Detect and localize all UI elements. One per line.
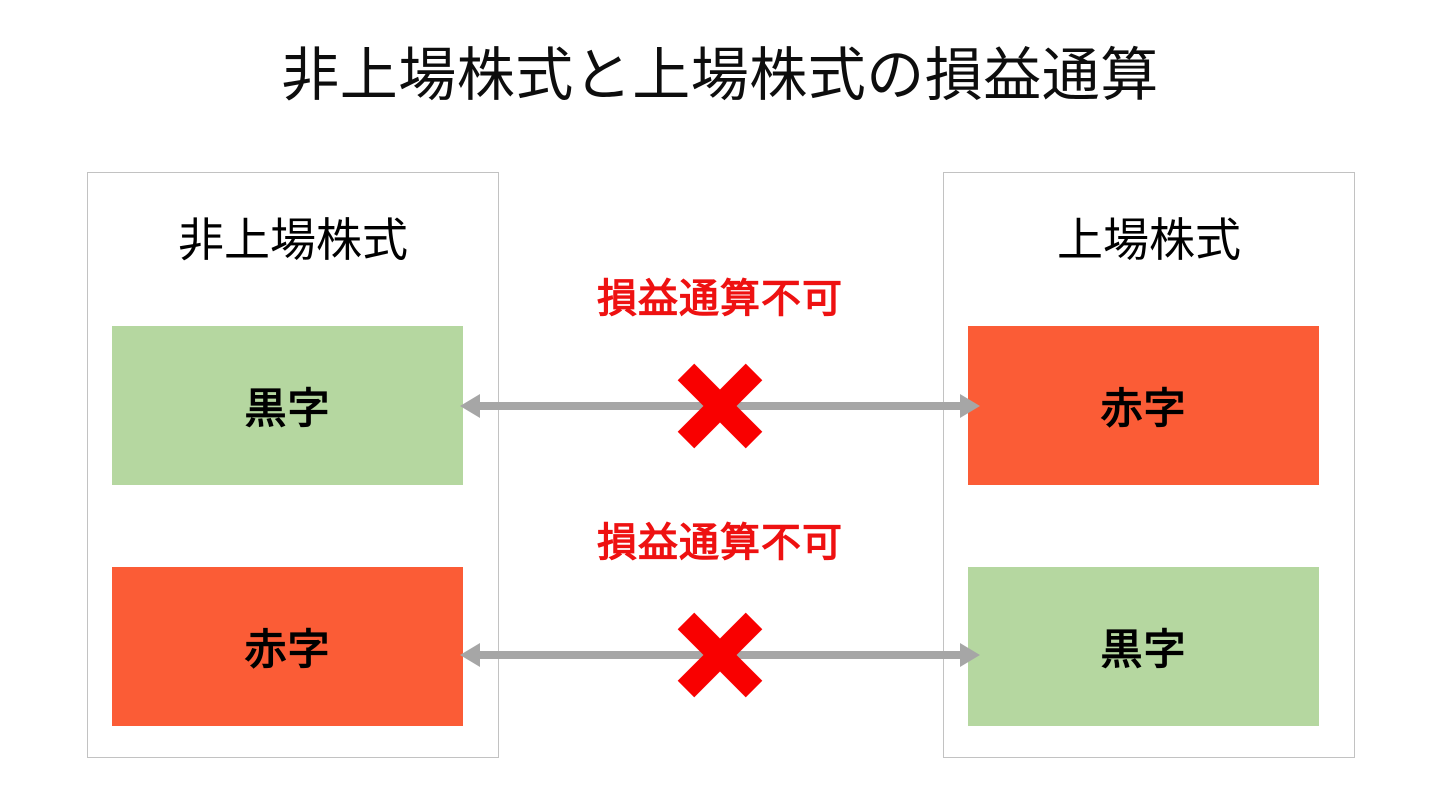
page-title: 非上場株式と上場株式の損益通算 (281, 41, 1159, 109)
panel-unlisted-stocks: 非上場株式 黒字 赤字 (87, 172, 499, 758)
panel-listed-stocks: 上場株式 赤字 黒字 (943, 172, 1355, 758)
x-mark-icon-bottom (674, 609, 766, 701)
left-box-profit: 黒字 (112, 326, 463, 485)
arrow-left-head-bottom (460, 643, 480, 667)
right-box-loss: 赤字 (968, 326, 1319, 485)
connection-caption-bottom: 損益通算不可 (597, 520, 843, 566)
panel-left-title: 非上場株式 (178, 213, 408, 267)
arrow-right-head-bottom (960, 643, 980, 667)
right-box-profit: 黒字 (968, 567, 1319, 726)
panel-right-title: 上場株式 (1057, 213, 1241, 267)
arrow-left-head-top (460, 394, 480, 418)
arrow-right-head-top (960, 394, 980, 418)
x-mark-icon-top (674, 360, 766, 452)
left-box-loss: 赤字 (112, 567, 463, 726)
connection-caption-top: 損益通算不可 (597, 276, 843, 322)
